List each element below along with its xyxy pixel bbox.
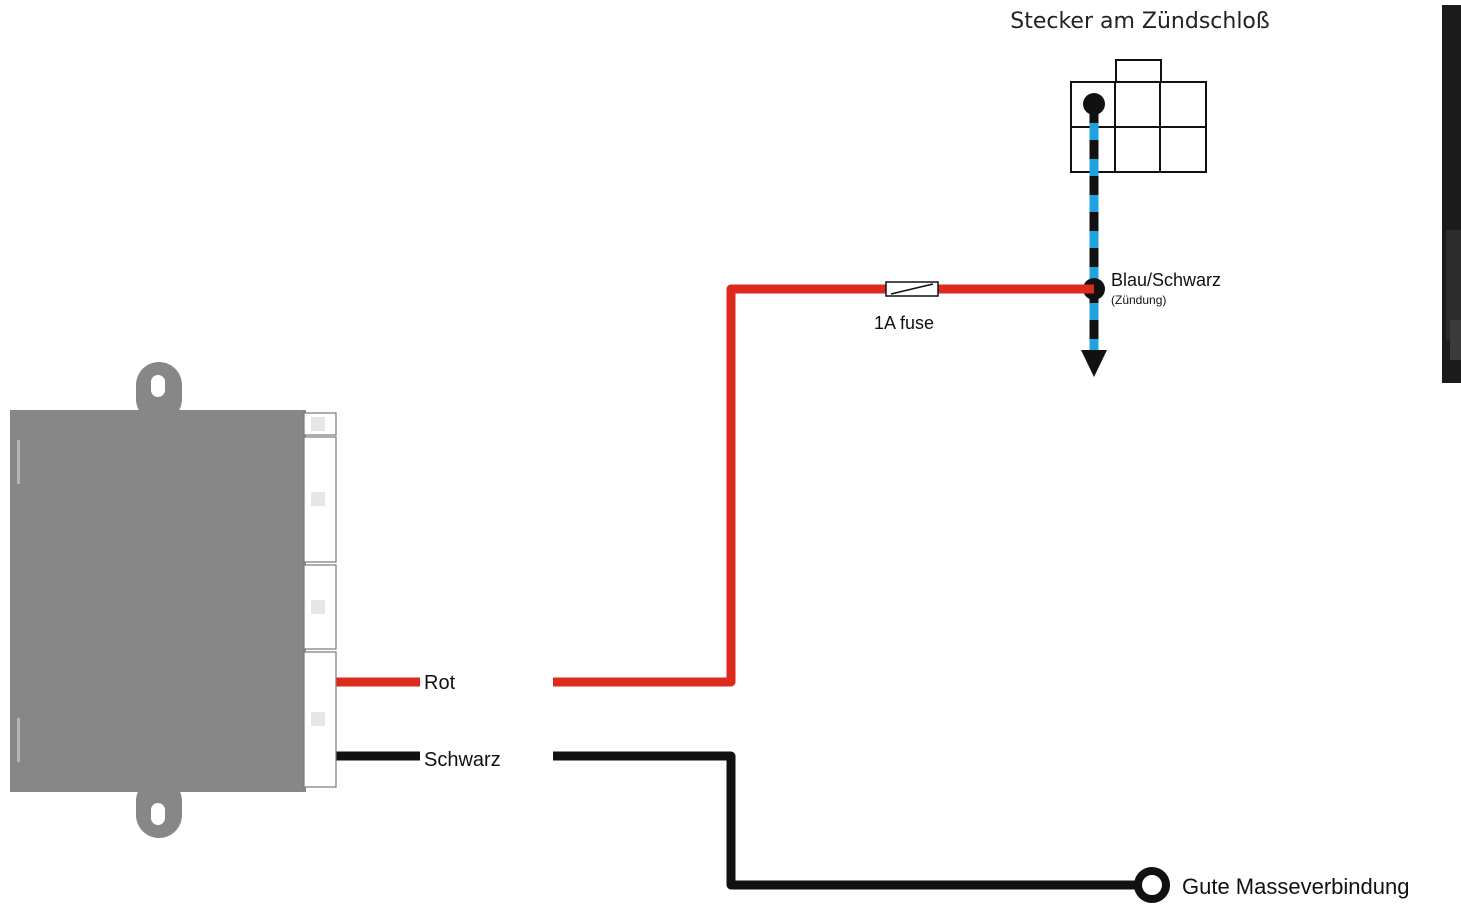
ignition-wire-label: Blau/Schwarz	[1111, 270, 1221, 290]
control-module	[10, 362, 337, 838]
black-wire-label: Schwarz	[424, 749, 501, 771]
fuse-symbol	[885, 281, 939, 297]
red-wire-label: Rot	[424, 672, 456, 694]
photo-thumbnail	[1442, 5, 1461, 383]
mounting-hole	[151, 375, 165, 397]
ground-label: Gute Masseverbindung	[1182, 874, 1409, 899]
connector-title: Stecker am Zündschloß	[1010, 9, 1270, 34]
fuse-label: 1A fuse	[874, 313, 934, 333]
black-wire	[336, 751, 1135, 890]
red-wire	[336, 284, 1094, 687]
arrow-down-icon	[1081, 350, 1107, 377]
connector-pin-dot	[1083, 93, 1105, 115]
mounting-hole	[151, 803, 165, 825]
ignition-wire-sublabel: (Zündung)	[1111, 293, 1166, 307]
ground-terminal-icon	[1134, 867, 1170, 903]
